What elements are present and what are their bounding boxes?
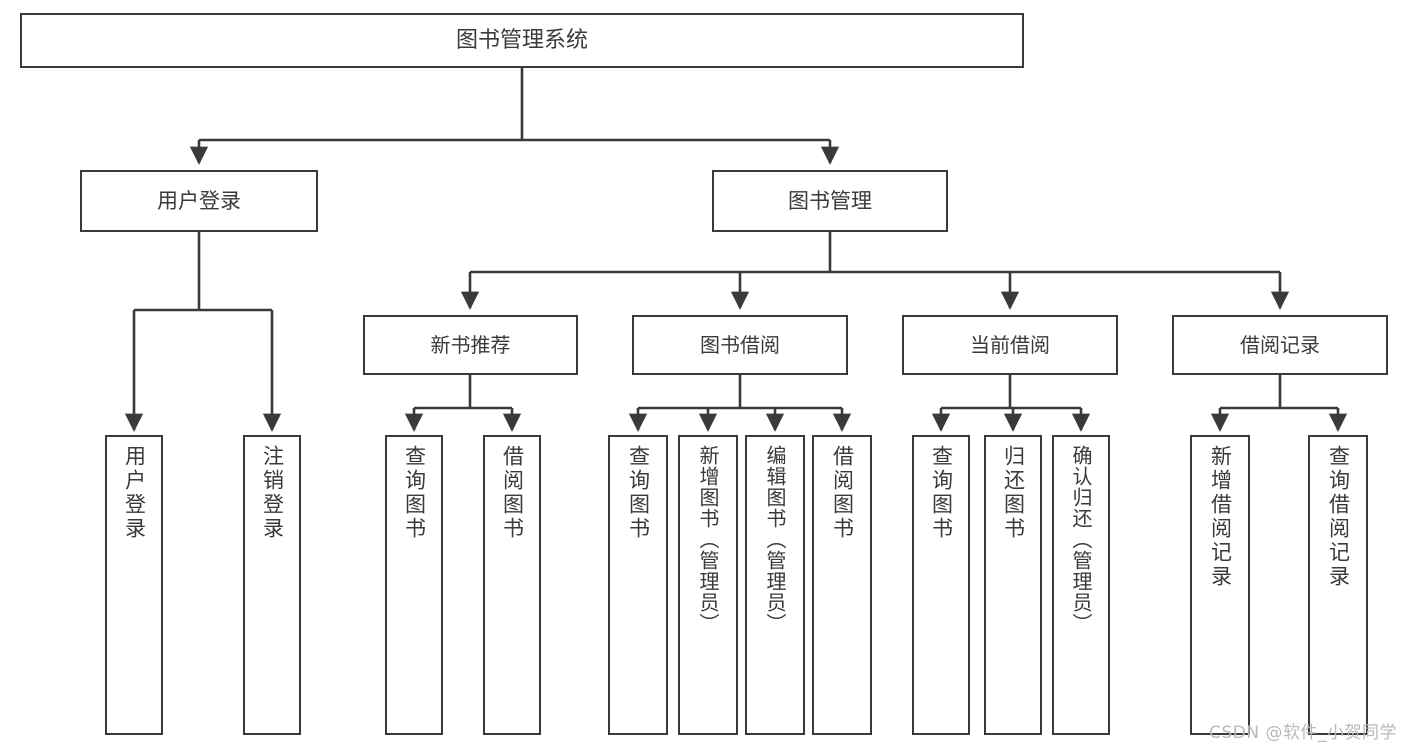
leaf-node[interactable]: 查询图书 <box>912 435 970 735</box>
leaf-node-label: 归还图书 <box>1001 445 1026 541</box>
leaf-node[interactable]: 借阅图书 <box>483 435 541 735</box>
leaf-node[interactable]: 新增借阅记录 <box>1190 435 1250 735</box>
leaf-node-label: 注销登录 <box>260 445 285 541</box>
leaf-node-label: 用户登录 <box>122 445 147 541</box>
leaf-node-label: 查询图书 <box>929 445 954 541</box>
leaf-node[interactable]: 注销登录 <box>243 435 301 735</box>
node-book-borrow[interactable]: 图书借阅 <box>632 315 848 375</box>
leaf-node[interactable]: 确认归还（管理员） <box>1052 435 1110 735</box>
node-borrow-record[interactable]: 借阅记录 <box>1172 315 1388 375</box>
node-current-borrow[interactable]: 当前借阅 <box>902 315 1118 375</box>
node-user-login[interactable]: 用户登录 <box>80 170 318 232</box>
leaf-node[interactable]: 编辑图书（管理员） <box>745 435 805 735</box>
leaf-node-label: 新增图书（管理员） <box>696 445 720 634</box>
node-root-label: 图书管理系统 <box>455 27 588 53</box>
leaf-node[interactable]: 借阅图书 <box>812 435 872 735</box>
tree-connectors <box>124 68 1348 432</box>
node-book-borrow-label: 图书借阅 <box>700 332 780 357</box>
leaf-node[interactable]: 用户登录 <box>105 435 163 735</box>
leaf-node[interactable]: 归还图书 <box>984 435 1042 735</box>
leaf-node-label: 借阅图书 <box>830 445 855 541</box>
leaf-node[interactable]: 查询借阅记录 <box>1308 435 1368 735</box>
leaf-node-label: 查询图书 <box>626 445 651 541</box>
node-current-borrow-label: 当前借阅 <box>970 332 1050 357</box>
node-new-book-recommend-label: 新书推荐 <box>430 332 511 357</box>
node-book-management[interactable]: 图书管理 <box>712 170 948 232</box>
node-book-management-label: 图书管理 <box>788 188 872 213</box>
node-borrow-record-label: 借阅记录 <box>1240 332 1320 357</box>
leaf-node-label: 新增借阅记录 <box>1208 445 1233 589</box>
leaf-node[interactable]: 新增图书（管理员） <box>678 435 738 735</box>
leaf-node-label: 编辑图书（管理员） <box>763 445 787 634</box>
leaf-node-label: 查询图书 <box>402 445 427 541</box>
node-root[interactable]: 图书管理系统 <box>20 13 1024 68</box>
node-new-book-recommend[interactable]: 新书推荐 <box>363 315 578 375</box>
leaf-node[interactable]: 查询图书 <box>608 435 668 735</box>
leaf-node-label: 确认归还（管理员） <box>1069 445 1093 634</box>
leaf-node-label: 查询借阅记录 <box>1326 445 1351 589</box>
leaf-node[interactable]: 查询图书 <box>385 435 443 735</box>
leaf-node-label: 借阅图书 <box>500 445 525 541</box>
node-user-login-label: 用户登录 <box>157 188 241 213</box>
